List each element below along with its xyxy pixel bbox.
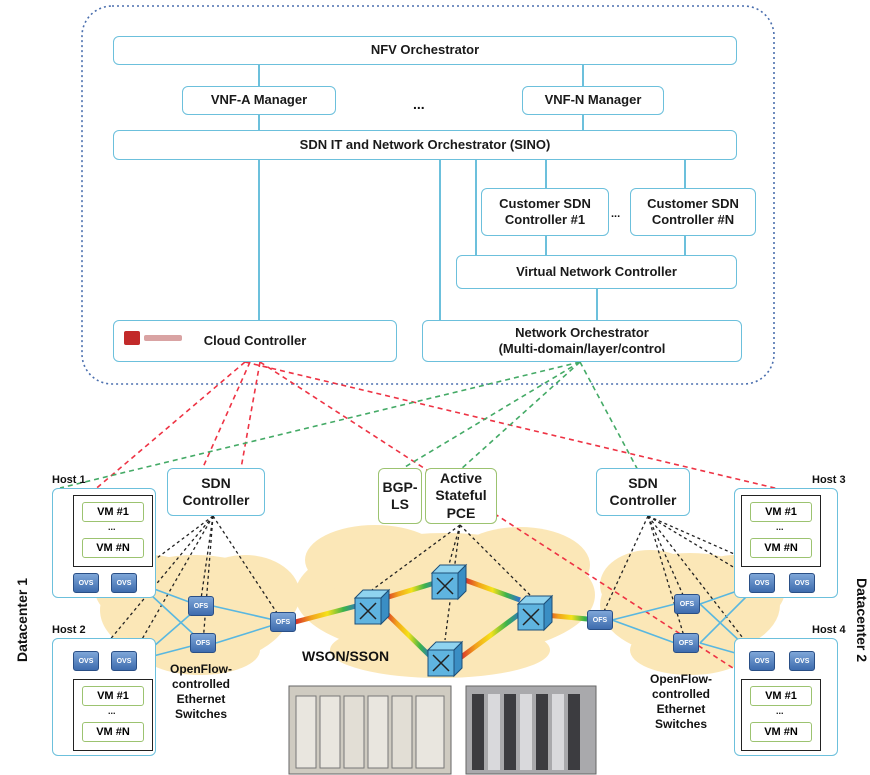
dc1-sdn-controller-line1: SDN bbox=[201, 474, 231, 491]
cloud-controller-label: Cloud Controller bbox=[203, 332, 307, 348]
host-1-label: Host 1 bbox=[52, 474, 86, 486]
host-4-label: Host 4 bbox=[812, 624, 846, 636]
host-1-vm-n: VM #N bbox=[82, 538, 144, 558]
dc2-ofs-bottom: OFS bbox=[673, 633, 699, 653]
virtual-network-controller-label: Virtual Network Controller bbox=[516, 263, 677, 279]
optical-links bbox=[294, 577, 599, 661]
host-2: OVS OVS VM #1 ... VM #N bbox=[52, 638, 156, 756]
vnf-a-manager-label: VNF-A Manager bbox=[210, 92, 308, 108]
dc2-sdn-controller-line1: SDN bbox=[628, 474, 658, 491]
host-1-ovs-b: OVS bbox=[111, 573, 137, 593]
host-3-ovs-b: OVS bbox=[789, 573, 815, 593]
dc2-switches-line1: OpenFlow- bbox=[650, 672, 712, 686]
bgp-ls-box: BGP- LS bbox=[378, 468, 422, 524]
customer-sdn-controller-n-line2: Controller #N bbox=[651, 212, 735, 227]
vnf-a-manager-box: VNF-A Manager bbox=[182, 86, 336, 115]
wson-sson-label: WSON/SSON bbox=[302, 648, 390, 664]
customer-sdn-controller-n-line1: Customer SDN bbox=[647, 195, 739, 211]
host-3: VM #1 ... VM #N OVS OVS bbox=[734, 488, 838, 598]
bgp-ls-line1: BGP- bbox=[382, 478, 418, 495]
sino-label: SDN IT and Network Orchestrator (SINO) bbox=[299, 136, 551, 152]
dc2-switches-label: OpenFlow- controlled Ethernet Switches bbox=[650, 672, 712, 732]
datacenter-1-label: Datacenter 1 bbox=[14, 577, 30, 663]
openstack-logo-icon bbox=[124, 331, 140, 345]
dc1-ofs-edge: OFS bbox=[270, 612, 296, 632]
host-1-vm-dots: ... bbox=[108, 522, 116, 532]
cloud-controller-box: Cloud Controller bbox=[113, 320, 397, 362]
customer-sdn-controller-1-box: Customer SDN Controller #1 bbox=[481, 188, 609, 236]
nfv-orchestrator-label: NFV Orchestrator bbox=[370, 42, 480, 58]
dc2-switches-line3: Ethernet bbox=[656, 702, 706, 716]
host-2-vm-frame: VM #1 ... VM #N bbox=[73, 679, 153, 751]
pce-line1: Active bbox=[439, 469, 483, 486]
host-1-vm-1: VM #1 bbox=[82, 502, 144, 522]
active-stateful-pce-box: Active Stateful PCE bbox=[425, 468, 497, 524]
vnf-n-manager-box: VNF-N Manager bbox=[522, 86, 664, 115]
host-1-vm-frame: VM #1 ... VM #N bbox=[73, 495, 153, 567]
dc1-switches-line3: Ethernet bbox=[176, 692, 226, 706]
virtual-network-controller-box: Virtual Network Controller bbox=[456, 255, 737, 289]
host-1-ovs-a: OVS bbox=[73, 573, 99, 593]
host-2-ovs-b: OVS bbox=[111, 651, 137, 671]
dc1-ofs-top: OFS bbox=[188, 596, 214, 616]
network-orchestrator-line2: (Multi-domain/layer/control bbox=[498, 341, 666, 356]
dc1-switches-line4: Switches bbox=[174, 707, 228, 721]
green-dashed-links bbox=[59, 361, 641, 489]
dc2-switches-line2: controlled bbox=[651, 687, 710, 701]
host-3-label: Host 3 bbox=[812, 474, 846, 486]
host-4-vm-1: VM #1 bbox=[750, 686, 812, 706]
customer-sdn-controller-1-line2: Controller #1 bbox=[504, 212, 586, 227]
host-4: OVS OVS VM #1 ... VM #N bbox=[734, 638, 838, 756]
host-3-vm-1: VM #1 bbox=[750, 502, 812, 522]
network-orchestrator-line1: Network Orchestrator bbox=[515, 324, 649, 340]
host-4-ovs-a: OVS bbox=[749, 651, 775, 671]
host-3-vm-dots: ... bbox=[776, 522, 784, 532]
host-1: VM #1 ... VM #N OVS OVS bbox=[52, 488, 156, 598]
dc1-switches-line1: OpenFlow- bbox=[170, 662, 232, 676]
dc1-sdn-controller-line2: Controller bbox=[182, 492, 250, 508]
customer-sdn-controller-n-box: Customer SDN Controller #N bbox=[630, 188, 756, 236]
dc1-sdn-controller-box: SDN Controller bbox=[167, 468, 265, 516]
host-3-ovs-a: OVS bbox=[749, 573, 775, 593]
orchestration-frame bbox=[81, 5, 775, 385]
pce-line3: PCE bbox=[446, 504, 476, 521]
bgp-ls-line2: LS bbox=[391, 496, 409, 512]
host-2-ovs-a: OVS bbox=[73, 651, 99, 671]
host-4-vm-n: VM #N bbox=[750, 722, 812, 742]
dc2-ofs-top: OFS bbox=[674, 594, 700, 614]
equipment-photos bbox=[288, 685, 597, 775]
openstack-logo-text-icon bbox=[144, 335, 182, 341]
host-2-label: Host 2 bbox=[52, 624, 86, 636]
host-3-vm-n: VM #N bbox=[750, 538, 812, 558]
dc1-switches-line2: controlled bbox=[171, 677, 230, 691]
network-orchestrator-box: Network Orchestrator (Multi-domain/layer… bbox=[422, 320, 742, 362]
orchestration-connectors bbox=[258, 64, 686, 320]
host-2-vm-1: VM #1 bbox=[82, 686, 144, 706]
dc2-switches-line4: Switches bbox=[654, 717, 708, 731]
host-3-vm-frame: VM #1 ... VM #N bbox=[741, 495, 821, 567]
datacenter-2-label: Datacenter 2 bbox=[854, 577, 870, 663]
dc1-switches-label: OpenFlow- controlled Ethernet Switches bbox=[170, 662, 232, 722]
pce-line2: Stateful bbox=[435, 487, 487, 504]
dc2-ofs-edge: OFS bbox=[587, 610, 613, 630]
customer-sdn-controller-1-line1: Customer SDN bbox=[499, 195, 591, 211]
host-2-vm-dots: ... bbox=[108, 706, 116, 716]
vnf-n-manager-label: VNF-N Manager bbox=[544, 92, 642, 108]
dc2-sdn-controller-box: SDN Controller bbox=[596, 468, 690, 516]
dc2-sdn-controller-line2: Controller bbox=[609, 492, 677, 508]
optical-switches bbox=[353, 563, 554, 678]
host-4-ovs-b: OVS bbox=[789, 651, 815, 671]
host-4-vm-frame: VM #1 ... VM #N bbox=[741, 679, 821, 751]
nfv-orchestrator-box: NFV Orchestrator bbox=[113, 36, 737, 65]
host-4-vm-dots: ... bbox=[776, 706, 784, 716]
vnf-ellipsis: ... bbox=[413, 96, 425, 112]
dc1-ofs-bottom: OFS bbox=[190, 633, 216, 653]
host-2-vm-n: VM #N bbox=[82, 722, 144, 742]
sino-box: SDN IT and Network Orchestrator (SINO) bbox=[113, 130, 737, 160]
customer-ellipsis: ... bbox=[611, 208, 621, 220]
